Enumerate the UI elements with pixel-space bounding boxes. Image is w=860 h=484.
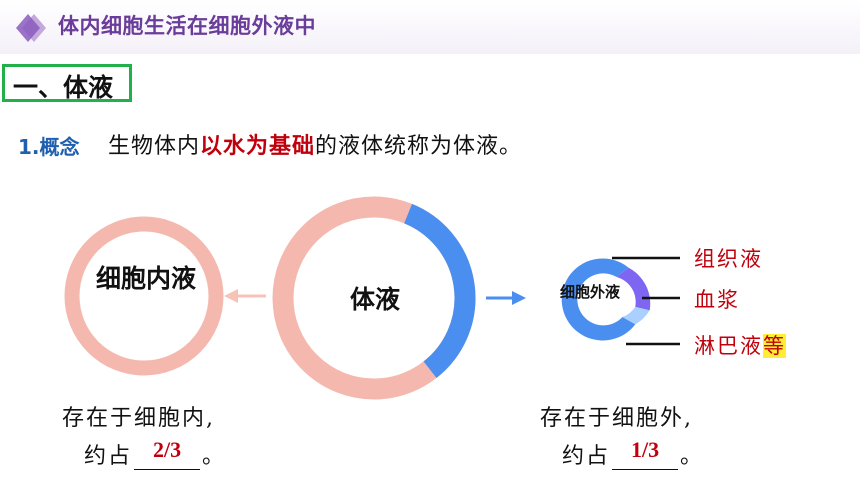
right-note-line1: 存在于细胞外,: [540, 406, 693, 431]
tissue-fluid-segment: [561, 258, 636, 341]
lymph-label-suffix: 等: [763, 334, 786, 358]
section-title: 一、体液: [13, 73, 114, 102]
arrow-right-icon: [486, 291, 526, 305]
right-blank: 1/3: [612, 437, 679, 470]
concept-label: 1.概念: [18, 135, 80, 159]
left-share-value: 2/3: [152, 437, 182, 462]
arrow-left-icon: [224, 289, 266, 303]
lymph-label: 淋巴液等: [694, 334, 786, 358]
section-heading-box: 一、体液: [2, 64, 132, 102]
left-note-line1: 存在于细胞内,: [62, 406, 215, 431]
intracellular-ring: [64, 216, 224, 376]
plasma-segment: [616, 267, 651, 311]
header-bar: 体内细胞生活在细胞外液中: [0, 0, 860, 54]
body-fluid-label: 体液: [349, 285, 400, 314]
concept-text-highlight: 以水为基础: [200, 133, 316, 159]
concept-text-before: 生物体内: [108, 134, 201, 159]
intracellular-label: 细胞内液: [96, 264, 197, 293]
concept-definition: 生物体内以水为基础的液体统称为体液。: [108, 128, 522, 160]
left-blank: 2/3: [134, 437, 201, 470]
plasma-label: 血浆: [694, 288, 740, 312]
header-title: 体内细胞生活在细胞外液中: [58, 14, 316, 38]
right-share-value: 1/3: [630, 437, 660, 462]
extracellular-label: 细胞外液: [560, 283, 621, 301]
concept-text-after: 的液体统称为体液。: [315, 134, 523, 159]
body-fluid-extracellular-arc: [403, 203, 476, 378]
tissue-fluid-label: 组织液: [694, 247, 763, 271]
diamond-logo-icon: [16, 14, 46, 42]
lymph-segment: [622, 306, 650, 325]
